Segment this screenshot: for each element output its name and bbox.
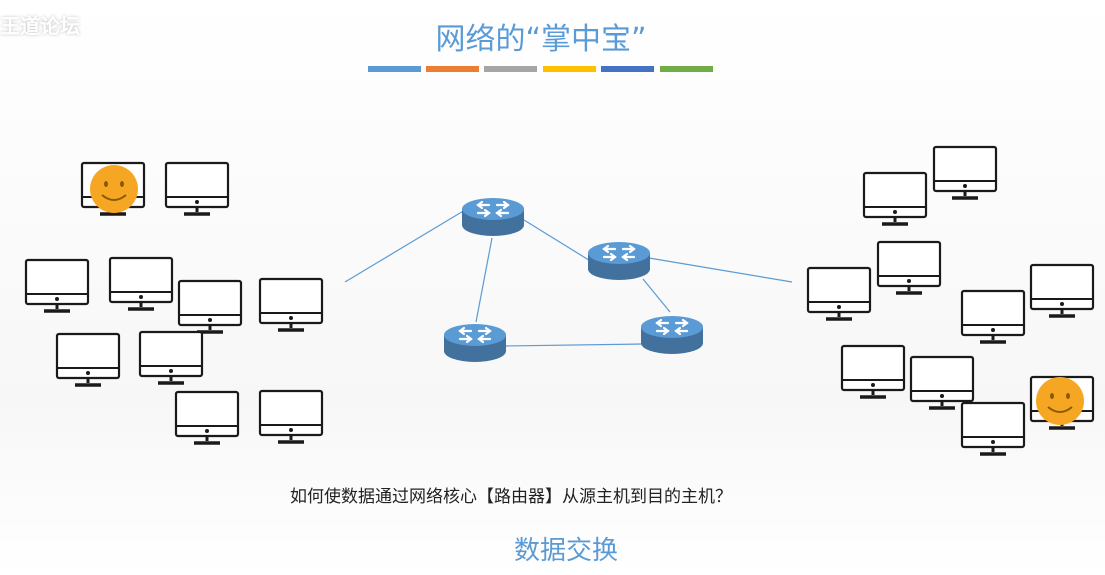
color-bar-6 (660, 66, 713, 72)
link-left-to-r1 (344, 209, 466, 283)
destination-user-smiley-icon (1035, 376, 1085, 426)
host-left-8-icon (138, 330, 204, 385)
host-right-5-icon (1029, 263, 1095, 318)
router-2-icon (586, 240, 652, 282)
link-r2-right (648, 257, 793, 283)
color-bar-2 (426, 66, 479, 72)
color-bar-1 (368, 66, 421, 72)
color-bar-3 (484, 66, 537, 72)
router-4-icon (639, 314, 705, 356)
color-bar-4 (543, 66, 596, 72)
router-3-icon (442, 322, 508, 364)
host-left-6-icon (258, 277, 324, 332)
link-r2-r4 (642, 278, 671, 313)
watermark: 王道论坛 (0, 14, 80, 38)
link-r1-r2 (523, 219, 593, 263)
router-1-icon (460, 196, 526, 238)
source-user-smiley-icon (89, 164, 139, 214)
host-left-3-icon (24, 258, 90, 313)
host-left-9-icon (174, 390, 240, 445)
link-r1-r3 (475, 237, 493, 323)
host-left-2-icon (164, 161, 230, 216)
host-right-3-icon (876, 240, 942, 295)
host-left-7-icon (55, 332, 121, 387)
host-right-1-icon (932, 145, 998, 200)
host-right-2-icon (862, 171, 928, 226)
host-left-5-icon (177, 279, 243, 334)
host-right-8-icon (909, 355, 975, 410)
host-right-10-icon (960, 401, 1026, 456)
answer-text: 数据交换 (513, 536, 618, 566)
question-text: 如何使数据通过网络核心【路由器】从源主机到目的主机？ (290, 487, 732, 507)
color-bar-5 (601, 66, 654, 72)
host-right-7-icon (840, 344, 906, 399)
host-right-6-icon (960, 289, 1026, 344)
slide-title: 网络的“掌中宝” (435, 22, 647, 57)
host-left-10-icon (258, 389, 324, 444)
link-r3-r4 (504, 343, 643, 347)
host-left-4-icon (108, 256, 174, 311)
host-right-4-icon (806, 266, 872, 321)
